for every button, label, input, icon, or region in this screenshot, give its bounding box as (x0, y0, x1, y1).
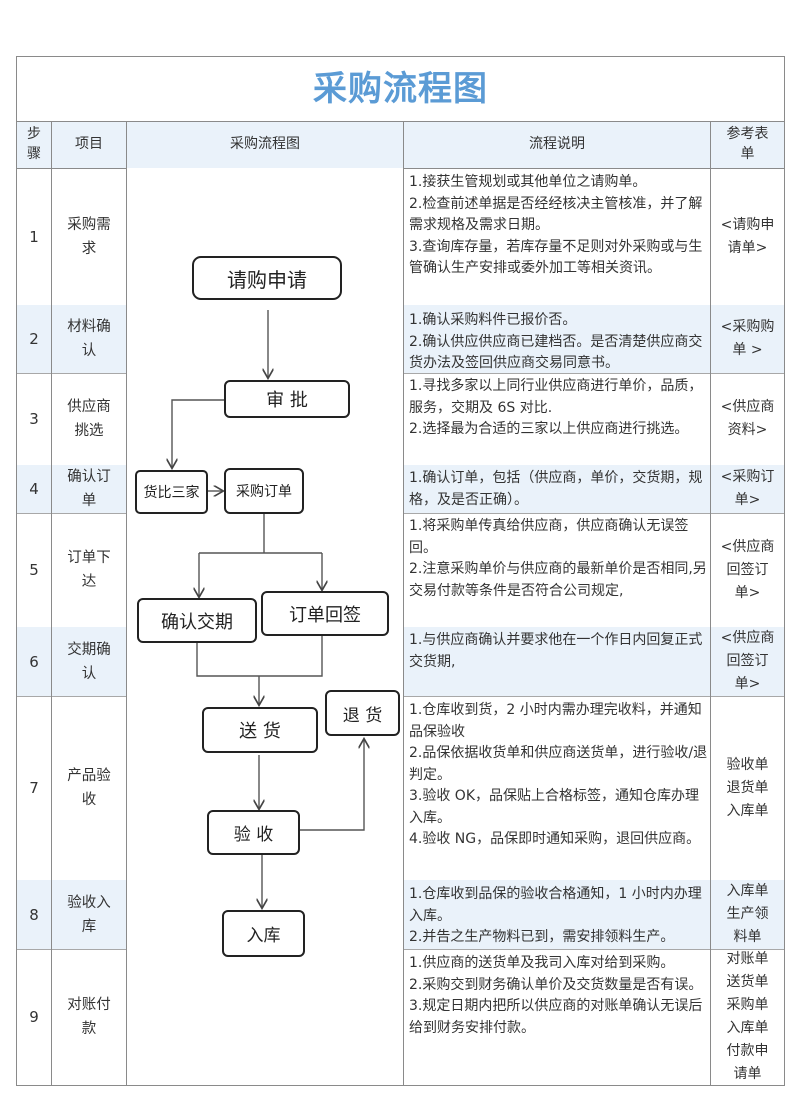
step-description: 1.供应商的送货单及我司入库对给到采购。 2.采购交到财务确认单价及交货数量是否… (409, 955, 703, 1036)
step-number: 9 (29, 1008, 39, 1026)
step-number: 6 (29, 652, 39, 671)
flow-node-deliver: 送 货 (202, 707, 318, 753)
column-divider (51, 121, 52, 1085)
step-description: 1.寻找多家以上同行业供应商进行单价，品质，服务，交期及 6S 对比. 2.选择… (409, 378, 703, 437)
step-item: 订单下 达 (67, 550, 111, 590)
step-description: 1.将采购单传真给供应商，供应商确认无误签回。 2.注意采购单价与供应商的最新单… (409, 518, 707, 599)
step-reference: 入库单 生产领 料单 (726, 883, 769, 945)
header-reference: 参考表 单 (726, 126, 769, 162)
flow-node-return-goods: 退 货 (325, 690, 400, 736)
step-description: 1.确认采购料件已报价否。 2.确认供应供应商已建档否。是否清楚供应商交货办法及… (409, 312, 703, 371)
step-number: 8 (29, 905, 39, 924)
header-step: 步 骤 (27, 126, 41, 162)
column-divider (403, 121, 404, 1085)
flow-node-confirm-delivery: 确认交期 (137, 598, 257, 643)
step-number: 4 (29, 480, 39, 498)
step-item: 验收入 库 (67, 894, 111, 935)
step-number: 7 (29, 779, 39, 797)
flow-node-request: 请购申请 (192, 256, 342, 300)
header-description: 流程说明 (529, 136, 585, 152)
flow-node-order-return: 订单回签 (261, 591, 389, 636)
step-number: 5 (29, 561, 39, 579)
step-reference: <采购订 单> (720, 469, 775, 508)
step-item: 产品验 收 (67, 768, 111, 808)
step-description: 1.接获生管规划或其他单位之请购单。 2.检查前述单据是否经经核决主管核准，并了… (409, 174, 703, 276)
step-description: 1.仓库收到货，2 小时内需办理完收料，并通知品保验收 2.品保依据收货单和供应… (409, 702, 708, 847)
process-table (16, 56, 785, 1086)
step-description: 1.确认订单，包括（供应商，单价，交货期，规格，及是否正确）。 (409, 470, 703, 508)
step-reference: 对账单 送货单 采购单 入库单 付款申 请单 (726, 951, 769, 1082)
header-item: 项目 (75, 136, 103, 152)
step-reference: <供应商 资料> (720, 399, 775, 438)
step-item: 确认订 单 (67, 469, 111, 509)
step-number: 3 (29, 410, 39, 428)
flow-node-warehouse: 入库 (222, 910, 305, 957)
step-description: 1.仓库收到品保的验收合格通知，1 小时内办理入库。 2.并告之生产物料已到，需… (409, 886, 702, 945)
flow-node-inspect: 验 收 (207, 810, 300, 855)
page-title: 采购流程图 (313, 69, 488, 109)
step-reference: 验收单 退货单 入库单 (726, 756, 769, 819)
flow-node-purchase-order: 采购订单 (224, 468, 304, 514)
header-flowchart: 采购流程图 (230, 136, 300, 152)
step-number: 2 (29, 330, 39, 348)
step-item: 交期确 认 (67, 641, 111, 682)
column-divider (710, 121, 711, 1085)
column-divider (126, 121, 127, 1085)
step-description: 1.与供应商确认并要求他在一个作日内回复正式交货期, (409, 632, 703, 670)
step-item: 供应商 挑选 (67, 399, 111, 439)
flow-node-approve: 审 批 (224, 380, 350, 418)
step-item: 采购需 求 (67, 216, 111, 257)
step-reference: <请购申 请单> (720, 216, 775, 256)
step-reference: <供应商 回签订 单> (720, 630, 775, 692)
step-reference: <供应商 回签订 单> (720, 538, 775, 601)
flow-node-compare: 货比三家 (135, 470, 208, 514)
step-reference: <采购购 单 > (720, 319, 775, 358)
step-item: 对账付 款 (67, 997, 111, 1037)
table-header (17, 121, 784, 169)
step-item: 材料确 认 (67, 319, 111, 359)
step-number: 1 (29, 227, 39, 246)
